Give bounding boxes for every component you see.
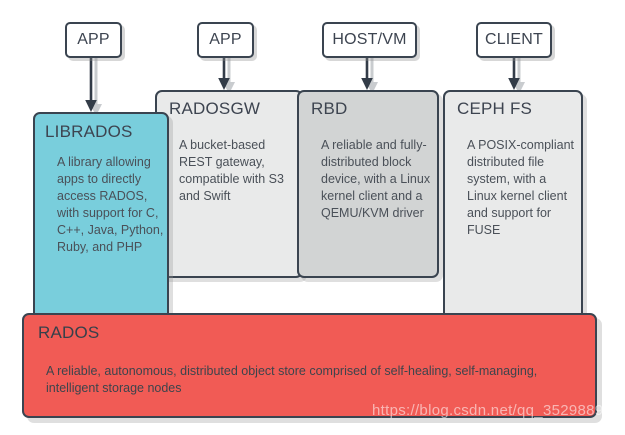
layer-title-librados: LIBRADOS [45, 122, 133, 141]
client-box-label: APP [209, 31, 242, 48]
layer-box-librados[interactable]: LIBRADOS A library allowing apps to dire… [33, 112, 169, 322]
layer-description-ceph-fs: A POSIX-compliant distributed file syste… [467, 138, 574, 237]
layer-title-radosgw: RADOSGW [169, 99, 261, 118]
layer-description-radosgw: A bucket-based REST gateway, compatible … [179, 138, 284, 203]
client-box-app-librados[interactable]: APP [65, 22, 122, 58]
layer-description-rbd: A reliable and fully-distributed block d… [321, 138, 431, 220]
layer-box-rbd[interactable]: RBD A reliable and fully-distributed blo… [297, 90, 439, 278]
client-box-client[interactable]: CLIENT [476, 22, 552, 58]
layer-title-rbd: RBD [311, 99, 348, 118]
arrow-hostvm-to-rbd [361, 56, 378, 94]
layer-box-rados[interactable]: RADOS A reliable, autonomous, distribute… [22, 313, 597, 418]
arrow-client-to-cephfs [508, 56, 525, 94]
layer-box-radosgw[interactable]: RADOSGW A bucket-based REST gateway, com… [155, 90, 303, 278]
layer-description-rados: A reliable, autonomous, distributed obje… [46, 364, 538, 395]
client-box-label: CLIENT [484, 31, 544, 48]
layer-title-ceph-fs: CEPH FS [457, 99, 533, 118]
client-box-host-vm[interactable]: HOST/VM [322, 22, 417, 58]
layer-description-librados: A library allowing apps to directly acce… [57, 155, 164, 254]
arrow-app-to-radosgw [218, 56, 235, 94]
client-box-label: HOST/VM [332, 31, 407, 48]
client-box-label: APP [77, 31, 110, 48]
layer-title-rados: RADOS [38, 323, 100, 342]
client-box-app-radosgw[interactable]: APP [197, 22, 254, 58]
layer-box-ceph-fs[interactable]: CEPH FS A POSIX-compliant distributed fi… [443, 90, 583, 322]
arrow-app-to-librados [85, 56, 102, 116]
